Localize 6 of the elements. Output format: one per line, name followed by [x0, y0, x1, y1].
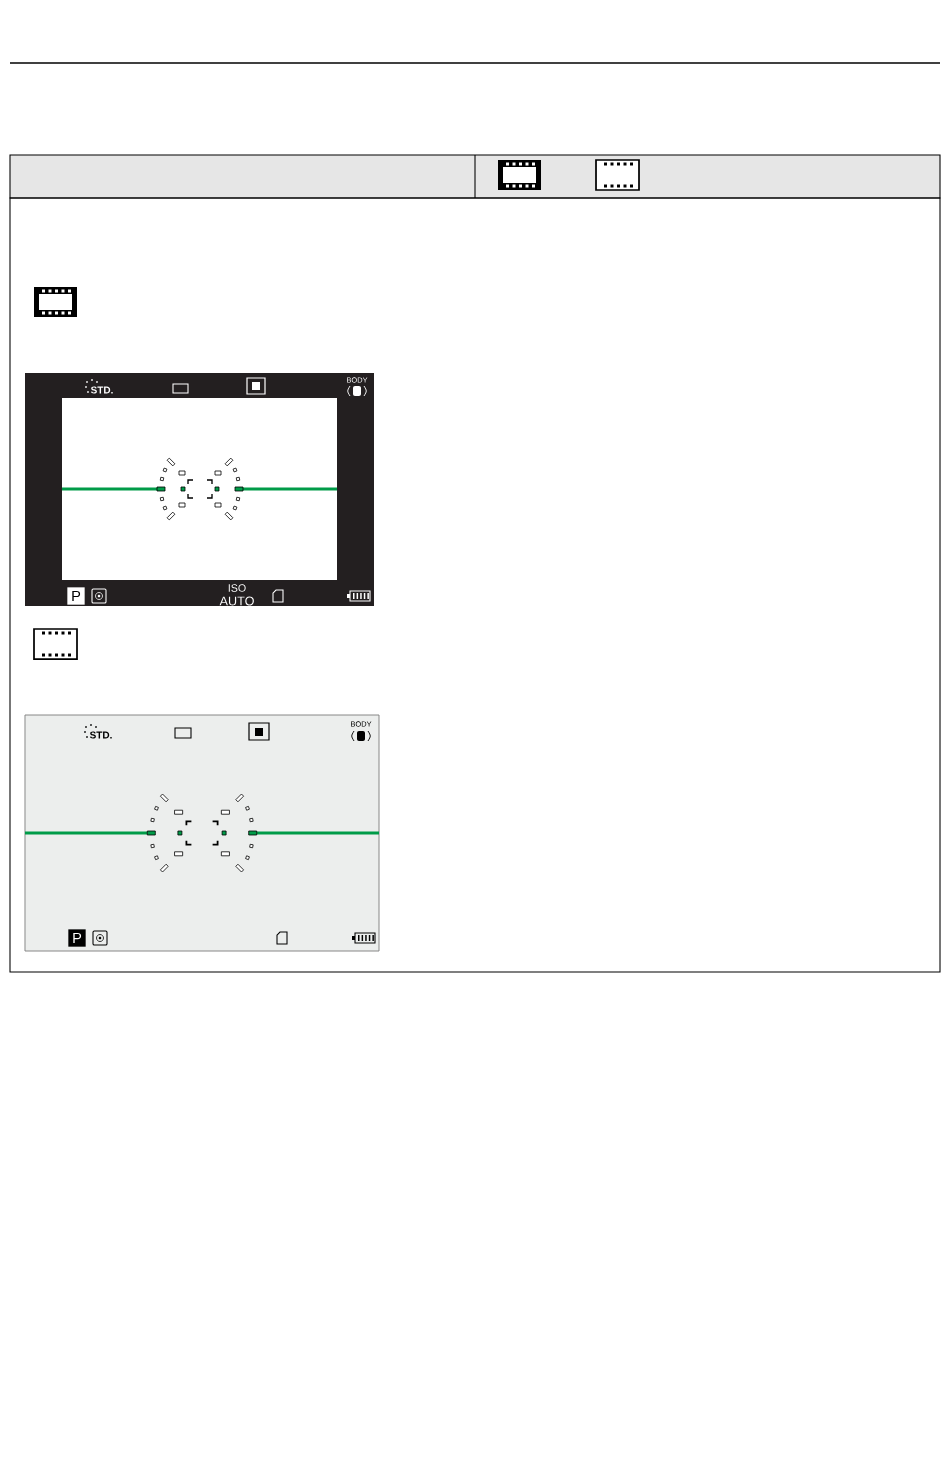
- mode-badge: P: [68, 929, 86, 947]
- display-label: STD.: [90, 386, 113, 394]
- display-label: STD.: [89, 731, 112, 739]
- display-label: AUTO: [219, 596, 254, 606]
- display-label: ISO: [228, 584, 246, 592]
- mode-badge: P: [67, 587, 85, 605]
